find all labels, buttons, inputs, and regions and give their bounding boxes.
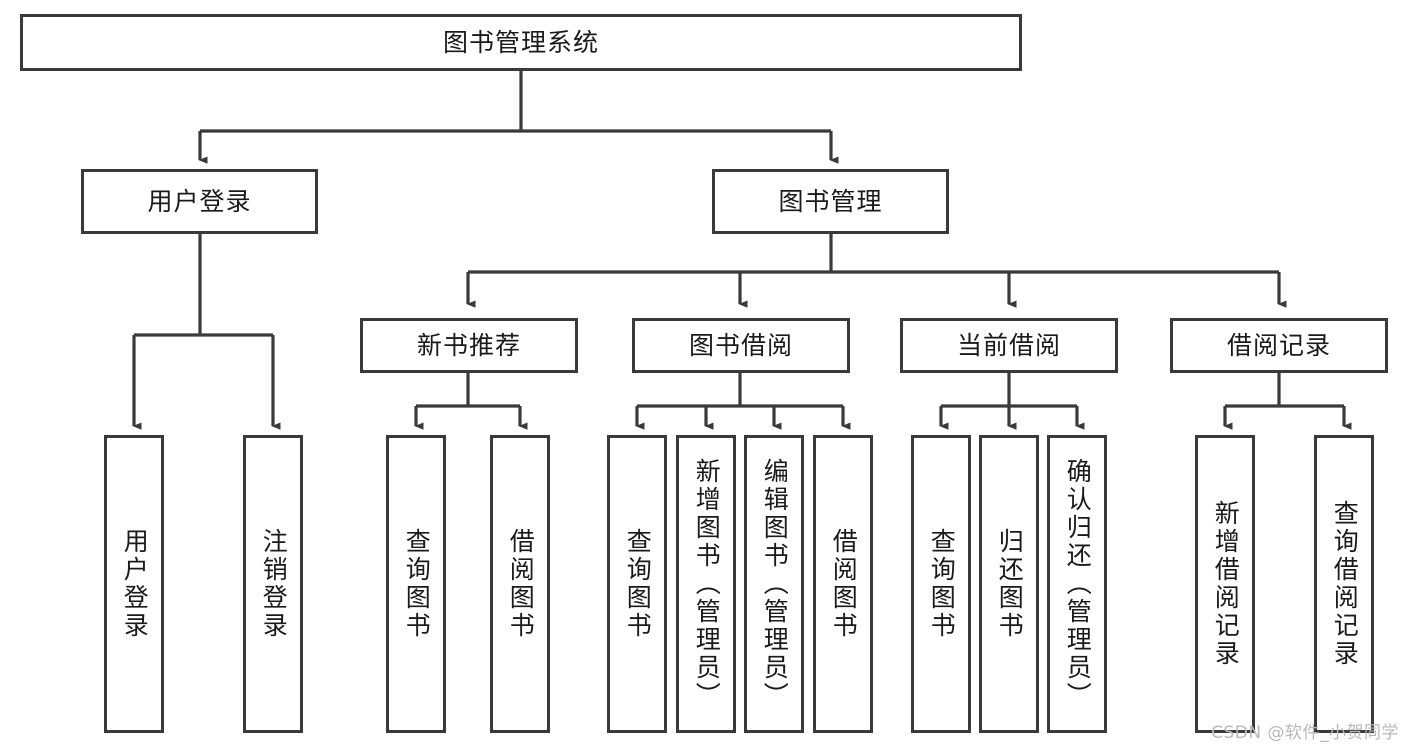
node-leaf-query-book-1[interactable]: 查询图书 [386, 435, 446, 733]
node-book-borrow-label: 图书借阅 [688, 330, 793, 360]
node-leaf-add-record-label: 新增借阅记录 [1211, 500, 1241, 668]
node-user-login[interactable]: 用户登录 [81, 169, 318, 234]
node-leaf-query-book-3[interactable]: 查询图书 [911, 435, 971, 733]
node-leaf-query-book-2-label: 查询图书 [623, 528, 653, 640]
node-user-login-label: 用户登录 [147, 186, 252, 216]
node-leaf-borrow-book-1-label: 借阅图书 [506, 528, 536, 640]
node-borrow-record[interactable]: 借阅记录 [1170, 318, 1388, 373]
node-borrow-record-label: 借阅记录 [1226, 330, 1331, 360]
node-leaf-query-book-1-label: 查询图书 [402, 528, 432, 640]
node-book-borrow[interactable]: 图书借阅 [632, 318, 850, 373]
node-leaf-confirm-return[interactable]: 确认归还（管理员） [1047, 435, 1107, 733]
node-leaf-borrow-book-1[interactable]: 借阅图书 [490, 435, 550, 733]
csdn-watermark: CSDN @软件_小贺同学 [1211, 723, 1399, 743]
node-leaf-return-book[interactable]: 归还图书 [979, 435, 1039, 733]
node-leaf-query-book-2[interactable]: 查询图书 [607, 435, 667, 733]
node-new-book-recommend-label: 新书推荐 [416, 330, 521, 360]
node-leaf-add-book[interactable]: 新增图书（管理员） [676, 435, 736, 733]
node-leaf-confirm-return-label: 确认归还（管理员） [1063, 458, 1093, 710]
node-leaf-user-login-label: 用户登录 [120, 528, 150, 640]
node-root-label: 图书管理系统 [442, 27, 599, 57]
node-leaf-query-book-3-label: 查询图书 [927, 528, 957, 640]
node-leaf-add-book-label: 新增图书（管理员） [692, 458, 722, 710]
node-leaf-edit-book-label: 编辑图书（管理员） [760, 458, 790, 710]
node-leaf-user-login[interactable]: 用户登录 [104, 435, 164, 733]
node-leaf-query-record[interactable]: 查询借阅记录 [1314, 435, 1374, 733]
node-leaf-borrow-book-2[interactable]: 借阅图书 [813, 435, 873, 733]
node-leaf-edit-book[interactable]: 编辑图书（管理员） [744, 435, 804, 733]
node-current-borrow-label: 当前借阅 [956, 330, 1061, 360]
node-leaf-logout-label: 注销登录 [259, 528, 289, 640]
node-book-management-label: 图书管理 [778, 186, 883, 216]
node-root[interactable]: 图书管理系统 [20, 14, 1022, 71]
node-leaf-logout[interactable]: 注销登录 [243, 435, 303, 733]
node-leaf-add-record[interactable]: 新增借阅记录 [1195, 435, 1255, 733]
node-new-book-recommend[interactable]: 新书推荐 [360, 318, 578, 373]
node-leaf-borrow-book-2-label: 借阅图书 [829, 528, 859, 640]
node-current-borrow[interactable]: 当前借阅 [900, 318, 1118, 373]
node-book-management[interactable]: 图书管理 [712, 169, 949, 234]
node-leaf-query-record-label: 查询借阅记录 [1330, 500, 1360, 668]
node-leaf-return-book-label: 归还图书 [995, 528, 1025, 640]
